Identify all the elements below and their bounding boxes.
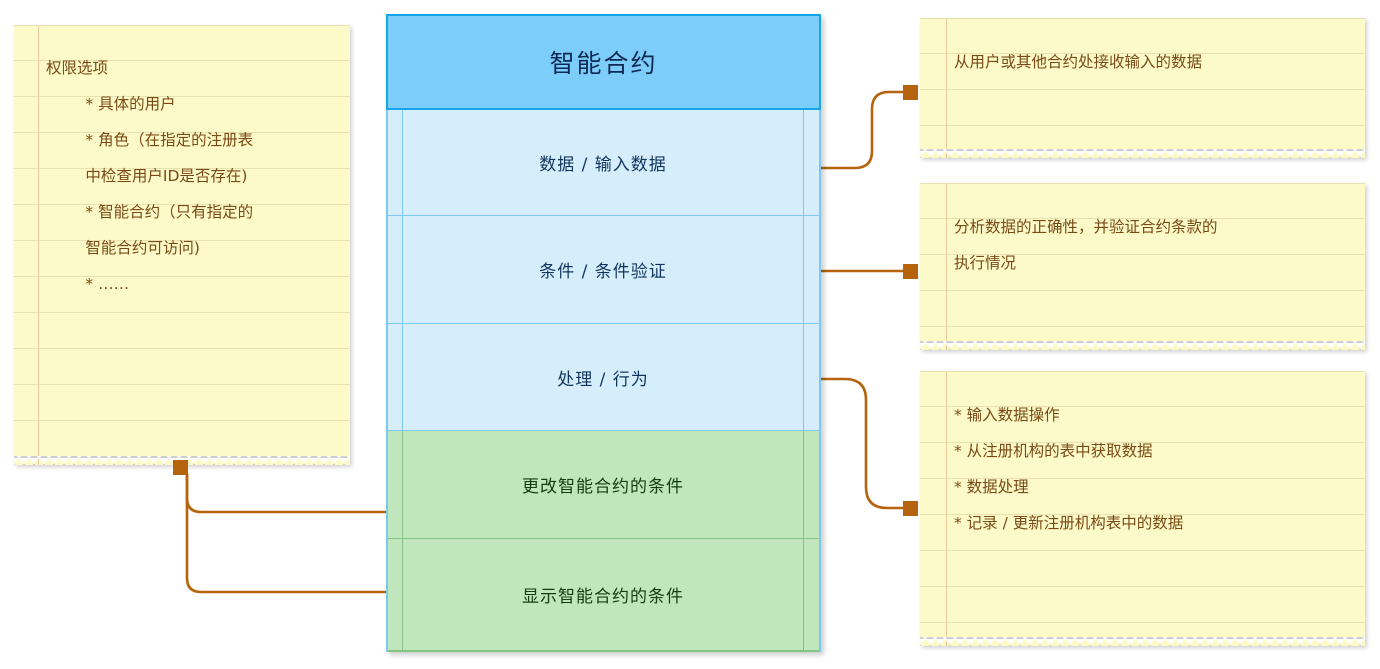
row-gutter-left: [388, 539, 403, 650]
connector-anchor-input-data: [903, 85, 918, 100]
row-gutter-left: [388, 431, 403, 538]
smart-contract-title: 智能合约: [386, 14, 821, 110]
row-gutter-right: [803, 539, 819, 650]
row-gutter-right: [803, 431, 819, 538]
note-conditions-text: 分析数据的正确性，并验证合约条款的 执行情况: [954, 218, 1218, 272]
row-label: 数据 / 输入数据: [539, 155, 667, 175]
smart-contract-rows: 数据 / 输入数据 条件 / 条件验证 处理 / 行为 更改智能合约的条件: [386, 110, 821, 652]
note-conditions[interactable]: 分析数据的正确性，并验证合约条款的 执行情况: [920, 183, 1365, 350]
note-permissions-text: 权限选项 * 具体的用户 * 角色（在指定的注册表 中检查用户ID是否存在) *…: [46, 59, 254, 293]
note-permissions[interactable]: 权限选项 * 具体的用户 * 角色（在指定的注册表 中检查用户ID是否存在) *…: [14, 25, 350, 465]
note-input-data-text: 从用户或其他合约处接收输入的数据: [954, 53, 1203, 71]
note-torn-edge: [920, 341, 1365, 350]
row-gutter-left: [388, 216, 403, 323]
connector-permissions-show: [185, 472, 398, 594]
connector-anchor-conditions: [903, 264, 918, 279]
row-conditions[interactable]: 条件 / 条件验证: [388, 216, 819, 324]
connector-anchor-permissions: [173, 460, 188, 475]
note-top-rule: [920, 18, 1365, 19]
note-top-rule: [920, 371, 1365, 372]
note-top-rule: [920, 183, 1365, 184]
row-label: 更改智能合约的条件: [522, 477, 684, 497]
connector-input-data: [819, 90, 917, 170]
note-top-rule: [14, 25, 350, 26]
note-torn-edge: [920, 637, 1365, 646]
note-torn-edge: [920, 149, 1365, 158]
row-label: 处理 / 行为: [557, 369, 649, 390]
row-label: 显示智能合约的条件: [522, 587, 684, 607]
row-change-conditions[interactable]: 更改智能合约的条件: [388, 431, 819, 539]
row-data-input[interactable]: 数据 / 输入数据: [388, 110, 819, 216]
note-processing-text: * 输入数据操作 * 从注册机构的表中获取数据 * 数据处理 * 记录 / 更新…: [954, 406, 1184, 532]
row-gutter-right: [803, 216, 819, 323]
row-gutter-left: [388, 110, 403, 215]
connector-permissions-change: [185, 472, 398, 514]
note-input-data[interactable]: 从用户或其他合约处接收输入的数据: [920, 18, 1365, 158]
row-gutter-right: [803, 324, 819, 430]
note-processing[interactable]: * 输入数据操作 * 从注册机构的表中获取数据 * 数据处理 * 记录 / 更新…: [920, 371, 1365, 646]
connector-anchor-processing: [903, 501, 918, 516]
connector-processing: [819, 377, 918, 510]
row-processing[interactable]: 处理 / 行为: [388, 324, 819, 431]
smart-contract-box: 智能合约 数据 / 输入数据 条件 / 条件验证 处理 / 行为 更改智能合约的…: [386, 14, 821, 652]
row-show-conditions[interactable]: 显示智能合约的条件: [388, 539, 819, 652]
row-gutter-left: [388, 324, 403, 430]
row-label: 条件 / 条件验证: [539, 262, 667, 282]
row-gutter-right: [803, 110, 819, 215]
